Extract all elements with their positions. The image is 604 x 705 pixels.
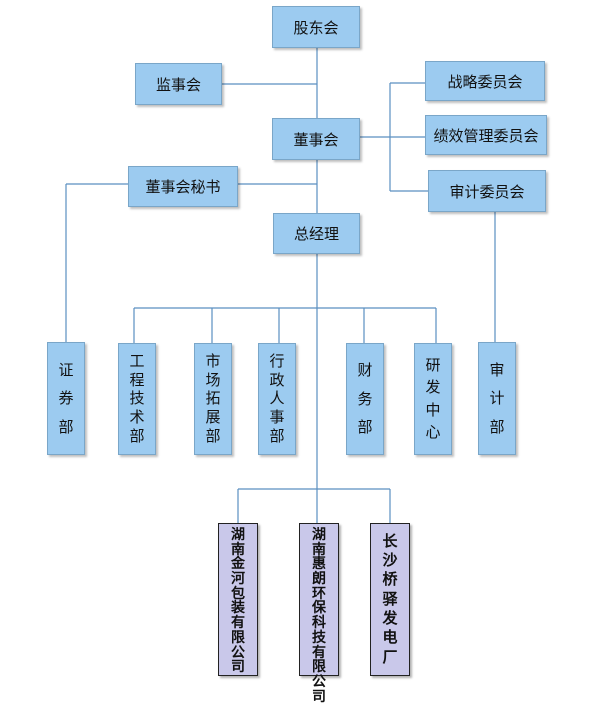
subsidiary-label-char: 公: [231, 644, 245, 661]
subsidiary-label-char: 发: [382, 608, 398, 627]
subsidiary-label-char: 科: [312, 615, 326, 632]
audit-committee-box: 审计委员会: [428, 170, 546, 212]
department-label-char: 部: [205, 427, 221, 446]
connector-lines: [65, 48, 496, 523]
department-label-char: 发: [425, 378, 441, 397]
subsidiary-label-char: 沙: [382, 550, 398, 569]
department-label-char: 财: [357, 361, 373, 380]
board-label: 董事会: [293, 130, 339, 149]
department-admin-hr: 行政人事部: [258, 343, 296, 455]
shareholders-box: 股东会: [272, 6, 360, 48]
subsidiary-label-char: 限: [312, 659, 326, 676]
subsidiary-label-char: 包: [231, 585, 245, 602]
department-label-char: 务: [357, 389, 373, 408]
department-label-char: 心: [425, 423, 441, 442]
department-label-char: 术: [129, 408, 145, 427]
subsidiary-label-char: 湖: [231, 527, 245, 543]
subsidiary-label-char: 电: [382, 628, 398, 647]
subsidiary-label-char: 技: [312, 629, 326, 646]
department-market: 市场拓展部: [194, 343, 232, 455]
general-manager-label: 总经理: [293, 225, 339, 243]
subsidiary-label-char: 厂: [382, 647, 398, 666]
department-label-char: 工: [129, 351, 145, 370]
department-label-char: 程: [129, 370, 145, 389]
board-secretary-box: 董事会秘书: [128, 166, 238, 207]
department-label-char: 技: [129, 389, 145, 408]
supervisors-label: 监事会: [155, 75, 201, 94]
department-label-char: 证: [58, 360, 74, 379]
subsidiary-label-char: 环: [312, 585, 326, 602]
department-finance: 财务部: [346, 343, 384, 455]
department-label-char: 政: [269, 370, 285, 389]
department-rnd: 研发中心: [414, 343, 452, 455]
department-label-char: 审: [489, 360, 505, 379]
subsidiary-label-char: 有: [231, 615, 245, 632]
department-label-char: 部: [129, 427, 145, 446]
audit-committee-label: 审计委员会: [449, 182, 525, 201]
subsidiary-label-char: 朗: [312, 571, 326, 588]
subsidiary-label-char: 司: [231, 659, 245, 676]
subsidiary-label-char: 惠: [312, 556, 326, 573]
subsidiary-label-char: 金: [231, 556, 245, 573]
subsidiary-label-char: 驿: [382, 589, 398, 608]
subsidiary-label-char: 司: [312, 688, 326, 705]
department-label-char: 中: [425, 400, 441, 419]
department-label-char: 部: [357, 417, 373, 436]
board-secretary-label: 董事会秘书: [145, 178, 221, 196]
subsidiary-changsha: 长沙桥驿发电厂: [370, 523, 410, 676]
strategy-committee-box: 战略委员会: [425, 61, 545, 101]
department-label-char: 部: [269, 427, 285, 446]
department-label-char: 人: [269, 389, 285, 408]
department-label-char: 部: [489, 417, 505, 436]
department-engineering: 工程技术部: [118, 343, 156, 455]
department-label-char: 券: [58, 389, 74, 407]
department-label-char: 行: [269, 351, 285, 370]
subsidiary-label-char: 湖: [312, 527, 326, 543]
subsidiary-label-char: 南: [312, 541, 326, 558]
department-label-char: 部: [58, 417, 74, 436]
subsidiary-jinhe: 湖南金河包装有限公司: [218, 523, 258, 676]
subsidiary-label-char: 保: [312, 600, 326, 617]
subsidiary-label-char: 南: [231, 541, 245, 558]
subsidiary-label-char: 长: [382, 531, 398, 550]
department-securities: 证券部: [47, 342, 85, 455]
board-box: 董事会: [272, 118, 360, 160]
department-audit: 审计部: [478, 342, 516, 455]
shareholders-label: 股东会: [293, 18, 339, 37]
department-label-char: 拓: [205, 389, 221, 408]
subsidiary-huilang: 湖南惠朗环保科技有限公司: [299, 523, 339, 704]
subsidiary-label-char: 公: [312, 673, 326, 690]
department-label-char: 场: [205, 370, 221, 389]
performance-committee-box: 绩效管理委员会: [425, 115, 547, 155]
department-label-char: 展: [205, 408, 221, 427]
supervisors-box: 监事会: [135, 63, 222, 105]
subsidiary-label-char: 限: [231, 629, 245, 646]
subsidiary-label-char: 装: [231, 600, 245, 617]
subsidiary-label-char: 有: [312, 644, 326, 661]
department-label-char: 市: [205, 351, 221, 370]
department-label-char: 研: [425, 355, 441, 374]
strategy-committee-label: 战略委员会: [447, 72, 523, 91]
performance-committee-label: 绩效管理委员会: [433, 126, 539, 145]
general-manager-box: 总经理: [273, 213, 360, 254]
department-label-char: 事: [269, 408, 285, 427]
subsidiary-label-char: 桥: [382, 570, 398, 589]
subsidiary-label-char: 河: [231, 571, 245, 588]
department-label-char: 计: [489, 389, 505, 407]
